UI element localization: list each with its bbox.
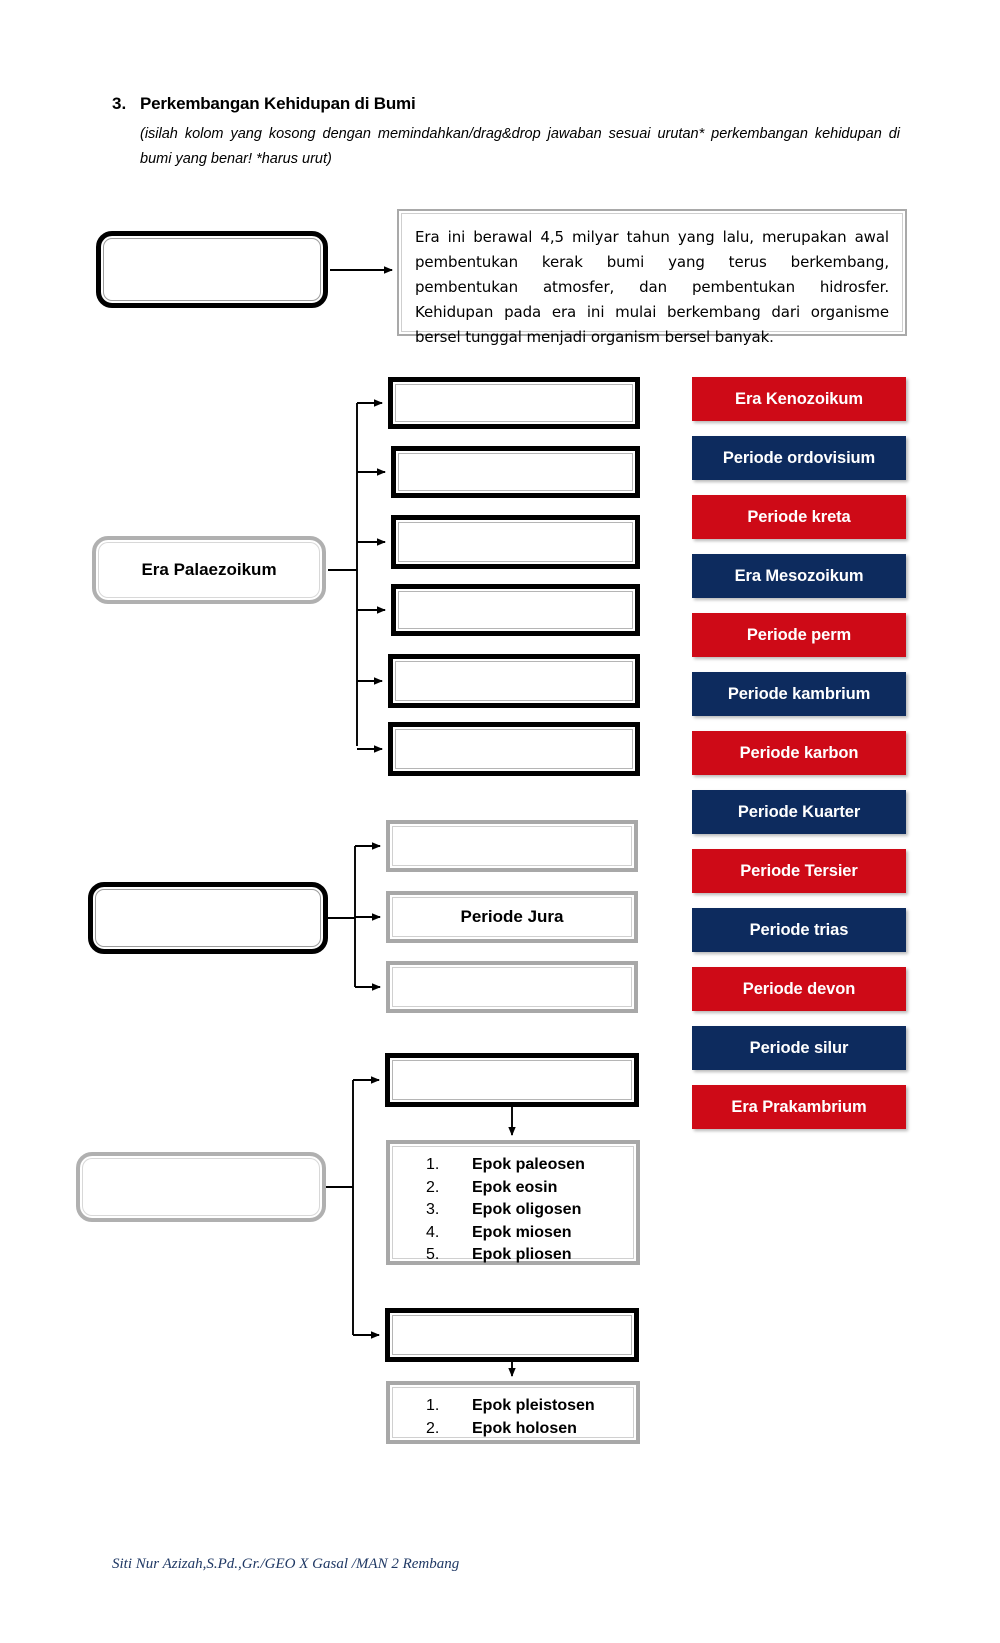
list-item: 1. Epok paleosen — [390, 1154, 636, 1177]
chip-label: Periode kambrium — [727, 684, 871, 703]
list-label: Epok holosen — [472, 1419, 577, 1437]
node-era-palaezoikum[interactable]: Era Palaezoikum — [92, 536, 326, 604]
list-item: 1. Epok pleistosen — [390, 1395, 636, 1418]
answer-bank: Era Kenozoikum Periode ordovisium Period… — [692, 377, 906, 1144]
drop-slot-keno-1[interactable] — [385, 1053, 639, 1107]
chip-label: Periode Kuarter — [737, 802, 861, 821]
list-index: 5. — [426, 1246, 440, 1263]
list-index: 3. — [426, 1201, 440, 1218]
list-item: 3. Epok oligosen — [390, 1199, 636, 1222]
chip-label: Periode karbon — [739, 743, 859, 762]
drop-slot-era-kenozoikum[interactable] — [76, 1152, 326, 1222]
drop-slot-meso-1[interactable] — [386, 820, 638, 872]
question-header: 3. Perkembangan Kehidupan di Bumi (isilah… — [112, 92, 902, 167]
answer-chip-era-prakambrium[interactable]: Era Prakambrium — [692, 1085, 906, 1129]
answer-chip-era-mesozoikum[interactable]: Era Mesozoikum — [692, 554, 906, 598]
drop-slot-paleo-3[interactable] — [391, 515, 640, 569]
chip-label: Era Mesozoikum — [734, 566, 864, 585]
chip-label: Periode perm — [746, 625, 852, 644]
drop-slot-paleo-6[interactable] — [388, 722, 640, 776]
intro-description-card: Era ini berawal 4,5 milyar tahun yang la… — [397, 209, 907, 346]
drop-slot-paleo-5[interactable] — [388, 654, 640, 708]
list-item: 5. Epok pliosen — [390, 1244, 636, 1267]
epoch-list-tersier: 1. Epok paleosen 2. Epok eosin 3. Epok olig… — [386, 1140, 640, 1265]
question-instruction: (isilah kolom yang kosong dengan meminda… — [140, 126, 900, 167]
epoch-list-items: 1. Epok pleistosen 2. Epok holosen — [390, 1395, 636, 1440]
list-label: Epok miosen — [472, 1223, 572, 1241]
chip-label: Periode Tersier — [740, 861, 858, 880]
list-label: Epok pleistosen — [472, 1397, 595, 1414]
chip-label: Era Kenozoikum — [735, 389, 863, 408]
node-periode-jura[interactable]: Periode Jura — [386, 891, 638, 943]
answer-chip-periode-silur[interactable]: Periode silur — [692, 1026, 906, 1070]
answer-chip-periode-ordovisium[interactable]: Periode ordovisium — [692, 436, 906, 480]
list-index: 4. — [426, 1223, 440, 1241]
drop-slot-paleo-1[interactable] — [388, 377, 640, 429]
drop-slot-era-prakambrium[interactable] — [96, 231, 328, 308]
page-title: Perkembangan Kehidupan di Bumi — [140, 94, 416, 113]
answer-chip-periode-kreta[interactable]: Periode kreta — [692, 495, 906, 539]
list-item: 4. Epok miosen — [390, 1222, 636, 1245]
drop-slot-era-mesozoikum[interactable] — [88, 882, 328, 954]
list-index: 2. — [426, 1419, 440, 1437]
drop-slot-paleo-4[interactable] — [391, 584, 640, 636]
drop-slot-meso-3[interactable] — [386, 961, 638, 1013]
answer-chip-periode-trias[interactable]: Periode trias — [692, 908, 906, 952]
drop-slot-keno-2[interactable] — [385, 1308, 639, 1362]
answer-chip-periode-kambrium[interactable]: Periode kambrium — [692, 672, 906, 716]
answer-chip-periode-tersier[interactable]: Periode Tersier — [692, 849, 906, 893]
intro-paragraph: Era ini berawal 4,5 milyar tahun yang la… — [415, 228, 889, 346]
list-label: Epok oligosen — [472, 1201, 582, 1218]
list-label: Epok pliosen — [472, 1246, 572, 1263]
answer-chip-periode-kuarter[interactable]: Periode Kuarter — [692, 790, 906, 834]
list-item: 2. Epok eosin — [390, 1177, 636, 1200]
node-label: Periode Jura — [460, 907, 564, 926]
chip-label: Era Prakambrium — [731, 1097, 867, 1116]
answer-chip-periode-devon[interactable]: Periode devon — [692, 967, 906, 1011]
epoch-list-items: 1. Epok paleosen 2. Epok eosin 3. Epok olig… — [390, 1154, 636, 1267]
question-number: 3. — [112, 94, 127, 113]
list-index: 1. — [426, 1397, 440, 1414]
footer-credit: Siti Nur Azizah,S.Pd.,Gr./GEO X Gasal /M… — [112, 1556, 460, 1572]
chip-label: Periode kreta — [747, 507, 851, 526]
list-item: 2. Epok holosen — [390, 1418, 636, 1441]
list-index: 1. — [426, 1156, 440, 1173]
list-index: 2. — [426, 1178, 440, 1196]
node-label: Era Palaezoikum — [141, 560, 277, 579]
chip-label: Periode silur — [749, 1038, 849, 1057]
chip-label: Periode ordovisium — [722, 448, 876, 467]
chip-label: Periode devon — [742, 979, 856, 998]
chip-label: Periode trias — [749, 920, 849, 939]
drop-slot-paleo-2[interactable] — [391, 446, 640, 498]
answer-chip-era-kenozoikum[interactable]: Era Kenozoikum — [692, 377, 906, 421]
list-label: Epok paleosen — [472, 1156, 585, 1173]
epoch-list-kuarter: 1. Epok pleistosen 2. Epok holosen — [386, 1381, 640, 1444]
list-label: Epok eosin — [472, 1178, 558, 1196]
answer-chip-periode-karbon[interactable]: Periode karbon — [692, 731, 906, 775]
answer-chip-periode-perm[interactable]: Periode perm — [692, 613, 906, 657]
